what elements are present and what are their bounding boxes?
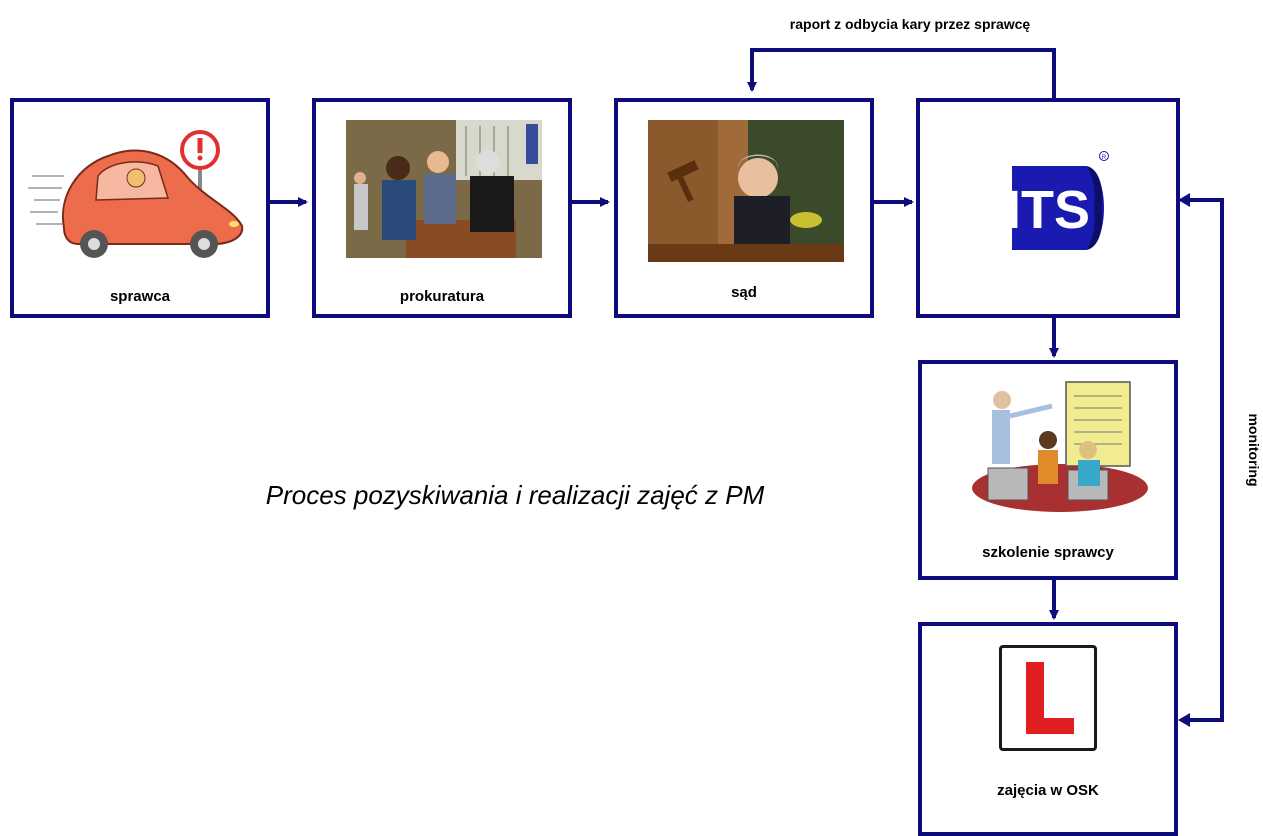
node-label-osk: zajęcia w OSK xyxy=(997,782,1099,799)
diagram-caption: Proces pozyskiwania i realizacji zajęć z… xyxy=(265,480,765,510)
its-logo: ITS R xyxy=(1006,151,1109,250)
node-sprawca: sprawca xyxy=(10,98,270,318)
node-szkolenie: szkolenie sprawcy xyxy=(918,360,1178,580)
node-label-sad: sąd xyxy=(731,284,757,301)
speeding-car-icon xyxy=(28,130,244,258)
node-label-sprawca: sprawca xyxy=(109,288,171,305)
l-sign-letter xyxy=(1026,662,1074,734)
node-osk: zajęcia w OSK xyxy=(918,622,1178,836)
node-sad: sąd xyxy=(614,98,874,318)
node-label-prokuratura: prokuratura xyxy=(399,288,485,305)
prosecutor-meeting-icon xyxy=(346,120,542,258)
its-logo-text: ITS xyxy=(1006,180,1090,240)
training-classroom-icon xyxy=(972,381,1148,512)
monitoring-label: monitoring xyxy=(1246,413,1262,487)
svg-text:R: R xyxy=(1102,155,1107,161)
monitoring-line xyxy=(1186,198,1224,722)
arrow-report-loop xyxy=(747,48,1056,98)
node-label-szkolenie: szkolenie sprawcy xyxy=(982,544,1114,561)
node-its: ITS R xyxy=(916,98,1180,318)
monitoring-arrowhead-top xyxy=(1178,193,1190,207)
judge-gavel-icon xyxy=(648,120,844,262)
monitoring-arrowhead-bottom xyxy=(1178,713,1190,727)
report-loop-label: raport z odbycia kary przez sprawcę xyxy=(789,16,1031,32)
node-prokuratura: prokuratura xyxy=(312,98,572,318)
l-sign-icon xyxy=(999,645,1097,751)
